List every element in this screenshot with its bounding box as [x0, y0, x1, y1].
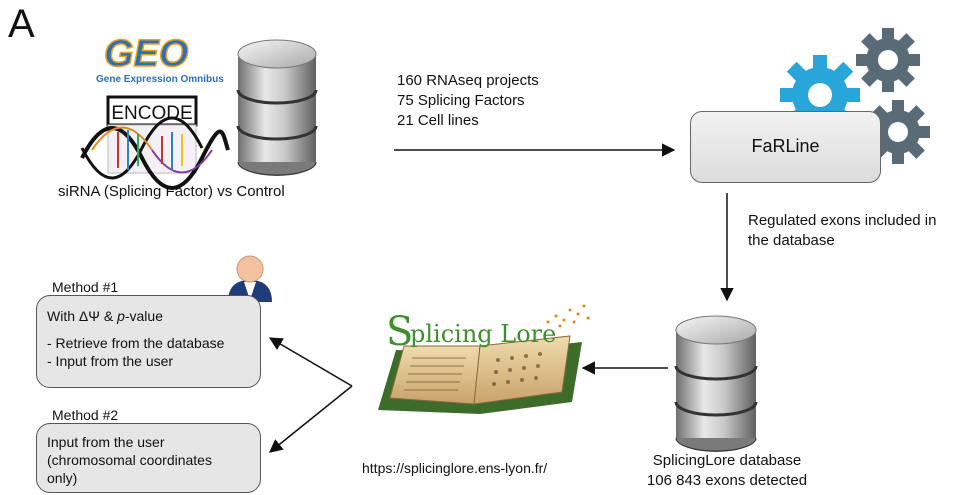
method2-title: Method #2	[52, 407, 119, 423]
database-caption: SplicingLore database 106 843 exons dete…	[634, 451, 820, 491]
method2-box: Input from the user (chromosomal coordin…	[36, 423, 261, 493]
geo-subtitle: Gene Expression Omnibus	[96, 74, 224, 85]
method1-title: Method #1	[52, 279, 119, 295]
database-caption-name: SplicingLore database	[652, 452, 802, 469]
source-caption: siRNA (Splicing Factor) vs Control	[58, 183, 285, 200]
method2-line3: only)	[47, 470, 78, 486]
stats-splicing-factors: 75 Splicing Factors	[397, 92, 525, 109]
splicinglore-url: https://splicinglore.ens-lyon.fr/	[362, 460, 548, 476]
database-icon-splicinglore	[674, 315, 758, 452]
regulated-exons-note: Regulated exons included in the database	[748, 211, 936, 251]
method2-line2: (chromosomal coordinates	[47, 452, 212, 468]
farline-label: FaRLine	[751, 136, 820, 156]
geo-logo-text: GEO	[104, 33, 188, 75]
splicinglore-logo-rest: plicing Lore	[410, 320, 556, 348]
farline-box: FaRLine	[690, 111, 881, 183]
regulated-exons-line2: the database	[748, 232, 835, 249]
method1-line1-italic: p	[117, 308, 125, 324]
stats-block: 160 RNAseq projects 75 Splicing Factors …	[397, 71, 539, 131]
method1-line1: With ΔΨ & p-value	[47, 307, 163, 326]
stats-cell-lines: 21 Cell lines	[397, 112, 479, 129]
dna-helix-icon	[80, 116, 230, 190]
database-icon-source	[236, 39, 318, 176]
method1-line1-prefix: With ΔΨ &	[47, 308, 118, 324]
method2-line1: Input from the user	[47, 434, 165, 450]
method1-line2: - Retrieve from the database	[47, 335, 225, 351]
database-caption-count: 106 843 exons detected	[646, 472, 808, 489]
method1-box: With ΔΨ & p-value - Retrieve from the da…	[36, 295, 261, 388]
method1-line3: - Input from the user	[47, 353, 174, 369]
method1-line1-suffix: -value	[124, 308, 163, 324]
splicinglore-logo: S plicing Lore	[386, 309, 556, 355]
stats-projects: 160 RNAseq projects	[397, 72, 539, 89]
arrow-to-method1	[268, 337, 353, 387]
splicinglore-logo-initial: S	[386, 309, 413, 355]
encode-logo: ENCODE	[80, 95, 230, 190]
arrow-to-method2	[268, 385, 353, 453]
splicinglore-book-icon	[378, 304, 590, 414]
geo-logo: GEO Gene Expression Omnibus	[96, 32, 224, 85]
panel-label: A	[8, 2, 35, 46]
regulated-exons-line1: Regulated exons included in	[748, 212, 937, 229]
